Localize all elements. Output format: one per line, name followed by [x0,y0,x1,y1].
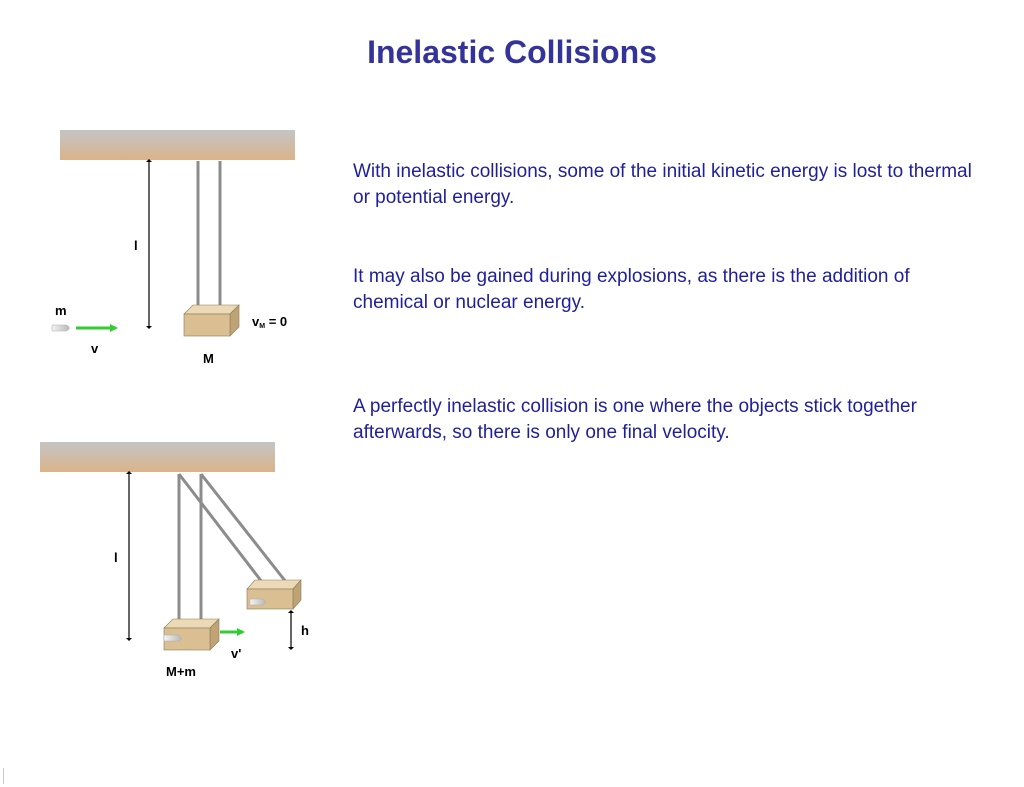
height-label: h [301,623,309,638]
bullet-mass-label: m [55,303,67,318]
ceiling-support [40,442,275,472]
pendulum-string-swung [177,473,264,583]
slide-title: Inelastic Collisions [367,34,657,70]
pendulum-string-swung [199,473,288,583]
block-velocity-label: vM = 0 [252,314,287,330]
length-dimension [146,159,152,329]
block-swung [246,579,302,610]
block-with-bullet [163,618,220,651]
bullet-velocity-label: v [91,341,99,356]
slide-edge-marker [3,768,4,784]
paragraph-perfectly-inelastic: A perfectly inelastic collision is one w… [353,396,917,443]
final-velocity-label: v' [231,646,241,661]
length-label: l [134,238,138,253]
bullet [51,324,70,332]
block-mass-label: M [203,351,214,366]
bottom-pendulum-diagram: l v' M+m h [40,442,309,679]
block-m [183,304,240,337]
combined-mass-label: M+m [166,664,196,679]
paragraph-energy-gained: It may also be gained during explosions,… [353,266,910,313]
length-label: l [114,550,118,565]
length-dimension [126,471,132,641]
ceiling-support [60,130,295,160]
top-pendulum-diagram: l vM = 0 M m v [51,130,295,366]
height-dimension [288,610,294,650]
paragraph-energy-lost: With inelastic collisions, some of the i… [353,161,972,208]
